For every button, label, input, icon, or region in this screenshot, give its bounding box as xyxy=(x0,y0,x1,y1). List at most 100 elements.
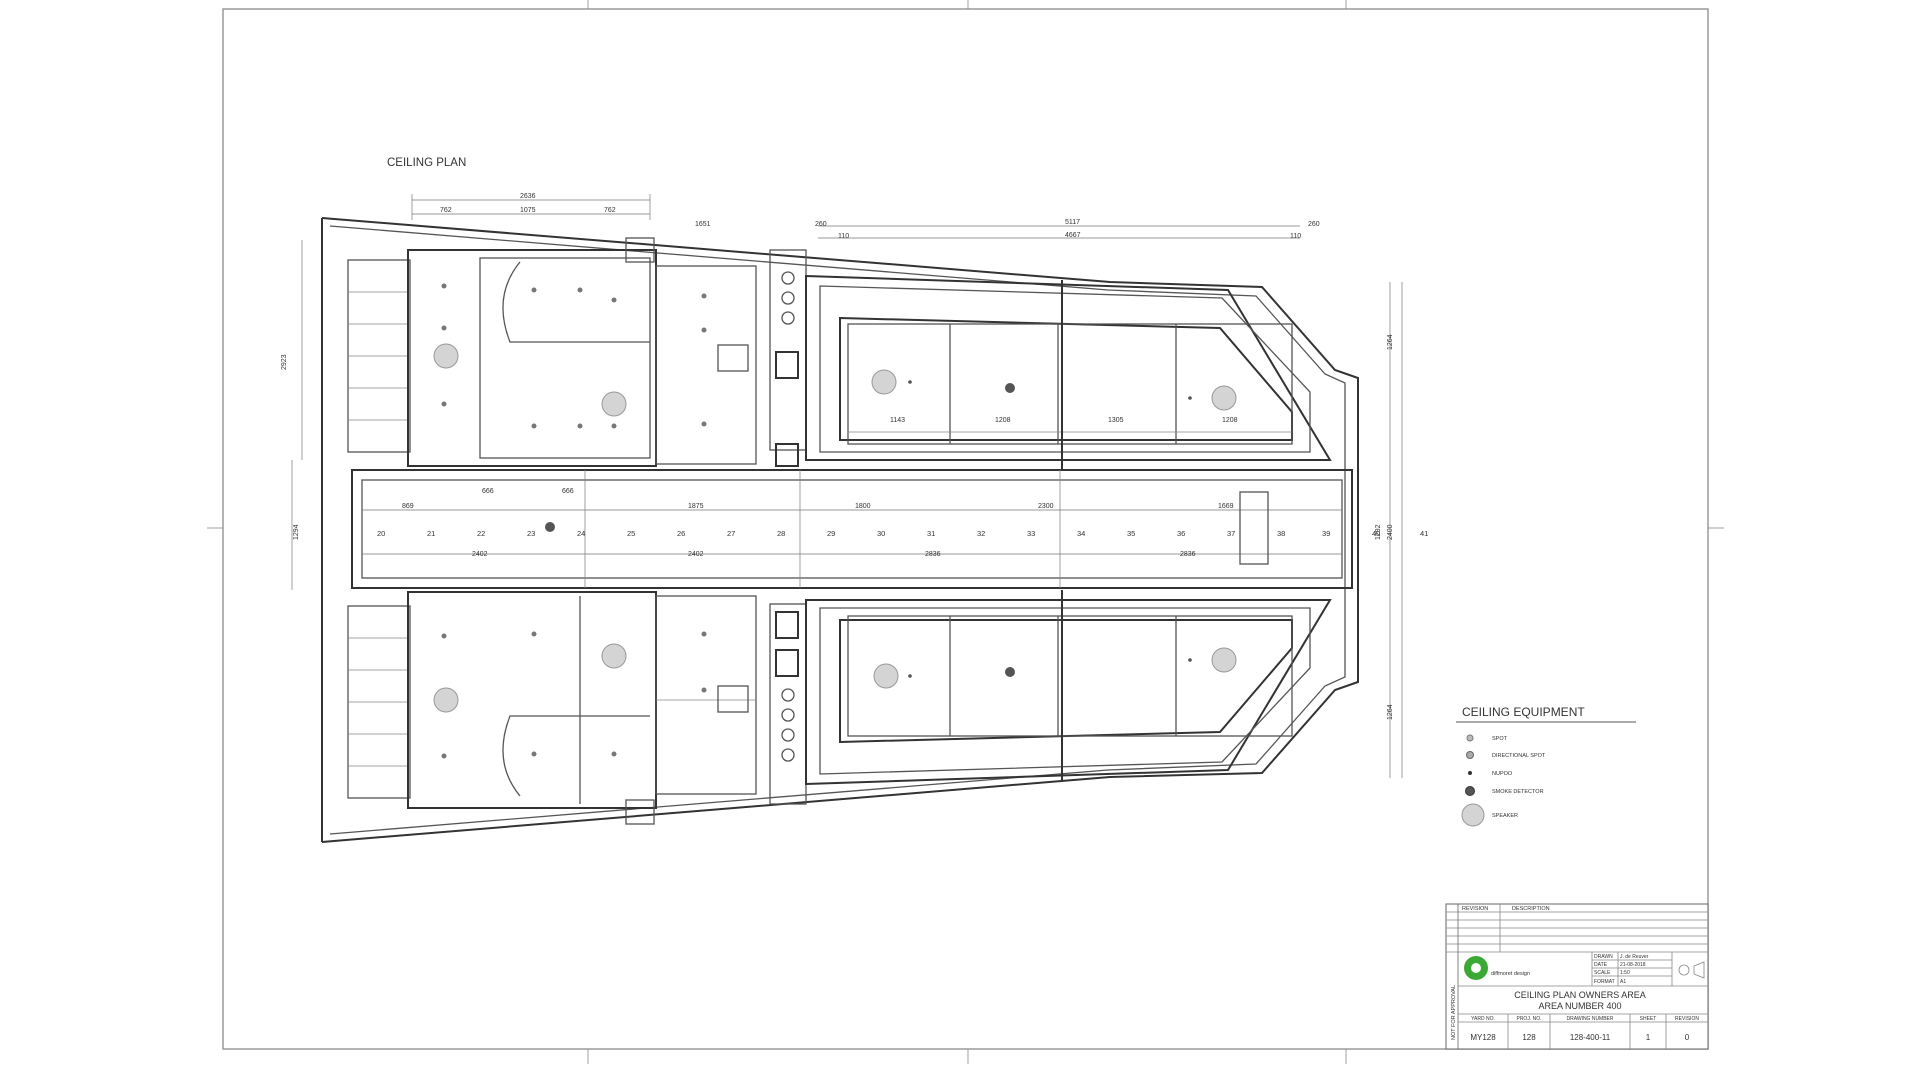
bottom-left-rooms xyxy=(347,591,757,825)
table-value: 0 xyxy=(1685,1033,1690,1042)
projection-symbol-icon xyxy=(1678,961,1705,979)
frame-label: 23 xyxy=(527,529,535,538)
frame-label: 28 xyxy=(777,529,785,538)
dim-label: 762 xyxy=(440,207,452,214)
dim-label: 666 xyxy=(562,488,574,495)
table-header: PROJ. NO. xyxy=(1516,1016,1541,1022)
frame-label: 37 xyxy=(1227,529,1235,538)
legend-item: SMOKE DETECTOR xyxy=(1465,786,1544,796)
drawing-title-line2: AREA NUMBER 400 xyxy=(1538,1001,1621,1011)
speaker-icon xyxy=(1461,803,1485,827)
frame-label: 35 xyxy=(1127,529,1135,538)
dim-label: 1651 xyxy=(695,221,711,228)
frame-label: 22 xyxy=(477,529,485,538)
side-stamp: NOT FOR APPROVAL xyxy=(1451,985,1457,1040)
dim-label: 2402 xyxy=(688,551,704,558)
hull-outline xyxy=(321,217,1359,843)
spot-icon xyxy=(1466,734,1474,742)
description-header: DESCRIPTION xyxy=(1512,906,1550,912)
table-header: DRAWING NUMBER xyxy=(1566,1016,1613,1022)
table-header: REVISION xyxy=(1675,1016,1699,1022)
side-dimension-chains xyxy=(291,240,1403,778)
frame-label: 25 xyxy=(627,529,635,538)
dim-label: 1294 xyxy=(293,524,300,540)
dim-label: 666 xyxy=(482,488,494,495)
frame-label: 27 xyxy=(727,529,735,538)
dim-label: 110 xyxy=(838,233,849,240)
frame-label: 34 xyxy=(1077,529,1085,538)
dim-label: 2923 xyxy=(281,354,288,370)
dim-label: 762 xyxy=(604,207,616,214)
smoke-detector-icon xyxy=(1465,786,1475,796)
legend-label: NUPOO xyxy=(1492,771,1513,777)
saloon-bottom xyxy=(805,590,1332,786)
frame-label: 31 xyxy=(927,529,935,538)
sheet-border xyxy=(222,8,1709,1050)
dim-label: 2402 xyxy=(472,551,488,558)
top-dims: 2636 762 1075 762 1651 260 5117 4667 260… xyxy=(440,193,1320,240)
frame-label: 41 xyxy=(1420,529,1428,538)
dim-label: 4667 xyxy=(1065,232,1081,239)
top-left-rooms xyxy=(347,237,757,467)
dim-label: 110 xyxy=(1290,233,1301,240)
frame-label: 21 xyxy=(427,529,435,538)
meta-key: FORMAT xyxy=(1594,979,1615,985)
legend-item: SPEAKER xyxy=(1461,803,1518,827)
dim-label: 2836 xyxy=(1180,551,1196,558)
dim-label: 2836 xyxy=(925,551,941,558)
plan-title: CEILING PLAN xyxy=(387,157,466,169)
meta-key: DRAWN xyxy=(1594,954,1613,960)
frame-label: 26 xyxy=(677,529,685,538)
directional-spot-icon xyxy=(1466,751,1474,759)
legend-label: SMOKE DETECTOR xyxy=(1492,789,1544,795)
dim-label: 1143 xyxy=(890,417,905,424)
table-value: 128-400-11 xyxy=(1570,1033,1611,1042)
legend-item: NUPOO xyxy=(1468,771,1513,777)
legend-label: SPEAKER xyxy=(1492,813,1518,819)
dim-label: 869 xyxy=(402,503,414,510)
legend-item: DIRECTIONAL SPOT xyxy=(1466,751,1546,759)
dim-label: 2400 xyxy=(1387,524,1394,540)
dim-label: 1800 xyxy=(855,503,871,510)
dim-label: 1208 xyxy=(1222,417,1238,424)
nupoo-icon xyxy=(1468,771,1472,775)
drawing-title-line1: CEILING PLAN OWNERS AREA xyxy=(1514,990,1646,1000)
ceiling-equipment-legend: CEILING EQUIPMENT SPOT DIRECTIONAL SPOT … xyxy=(1456,705,1636,827)
dim-label: 1208 xyxy=(995,417,1011,424)
table-value: MY128 xyxy=(1470,1033,1496,1042)
sheet-ticks xyxy=(207,0,1724,1064)
frame-label: 32 xyxy=(977,529,985,538)
meta-key: DATE xyxy=(1594,962,1608,968)
equipment-column xyxy=(769,249,807,805)
frame-label: 36 xyxy=(1177,529,1185,538)
meta-value: 1:50 xyxy=(1620,970,1630,976)
dim-label: 1669 xyxy=(1218,503,1234,510)
dim-label: 260 xyxy=(815,221,827,228)
dim-label: 5117 xyxy=(1065,219,1080,226)
frame-label: 29 xyxy=(827,529,835,538)
meta-value: J. de Reuver xyxy=(1620,954,1649,960)
meta-key: SCALE xyxy=(1594,970,1611,976)
dim-label: 1292 xyxy=(1375,524,1382,540)
corridor-dims: 869 666 1875 1800 2300 1669 666 2402 240… xyxy=(402,488,1234,558)
plan-equipment xyxy=(433,283,1237,759)
frame-label: 33 xyxy=(1027,529,1035,538)
frame-label: 40 xyxy=(1372,529,1380,538)
frame-label: 24 xyxy=(577,529,585,538)
dim-label: 260 xyxy=(1308,221,1320,228)
company-name: diffmoret design xyxy=(1491,971,1530,977)
dim-label: 1264 xyxy=(1387,334,1394,350)
frame-numbers: 20 21 22 23 24 25 26 27 28 29 30 31 32 3… xyxy=(377,529,1428,538)
legend-item: SPOT xyxy=(1466,734,1508,742)
dim-label: 1075 xyxy=(520,207,536,214)
legend-title: CEILING EQUIPMENT xyxy=(1462,705,1585,719)
dim-label: 1875 xyxy=(688,503,704,510)
dim-label: 1305 xyxy=(1108,417,1124,424)
meta-value: 21-08-2018 xyxy=(1620,962,1646,968)
side-dims: 2923 1264 1264 1292 2400 1294 xyxy=(281,334,1394,720)
frame-label: 30 xyxy=(877,529,885,538)
revision-header: REVISION xyxy=(1462,906,1488,912)
frame-label: 38 xyxy=(1277,529,1285,538)
legend-label: DIRECTIONAL SPOT xyxy=(1492,753,1546,759)
